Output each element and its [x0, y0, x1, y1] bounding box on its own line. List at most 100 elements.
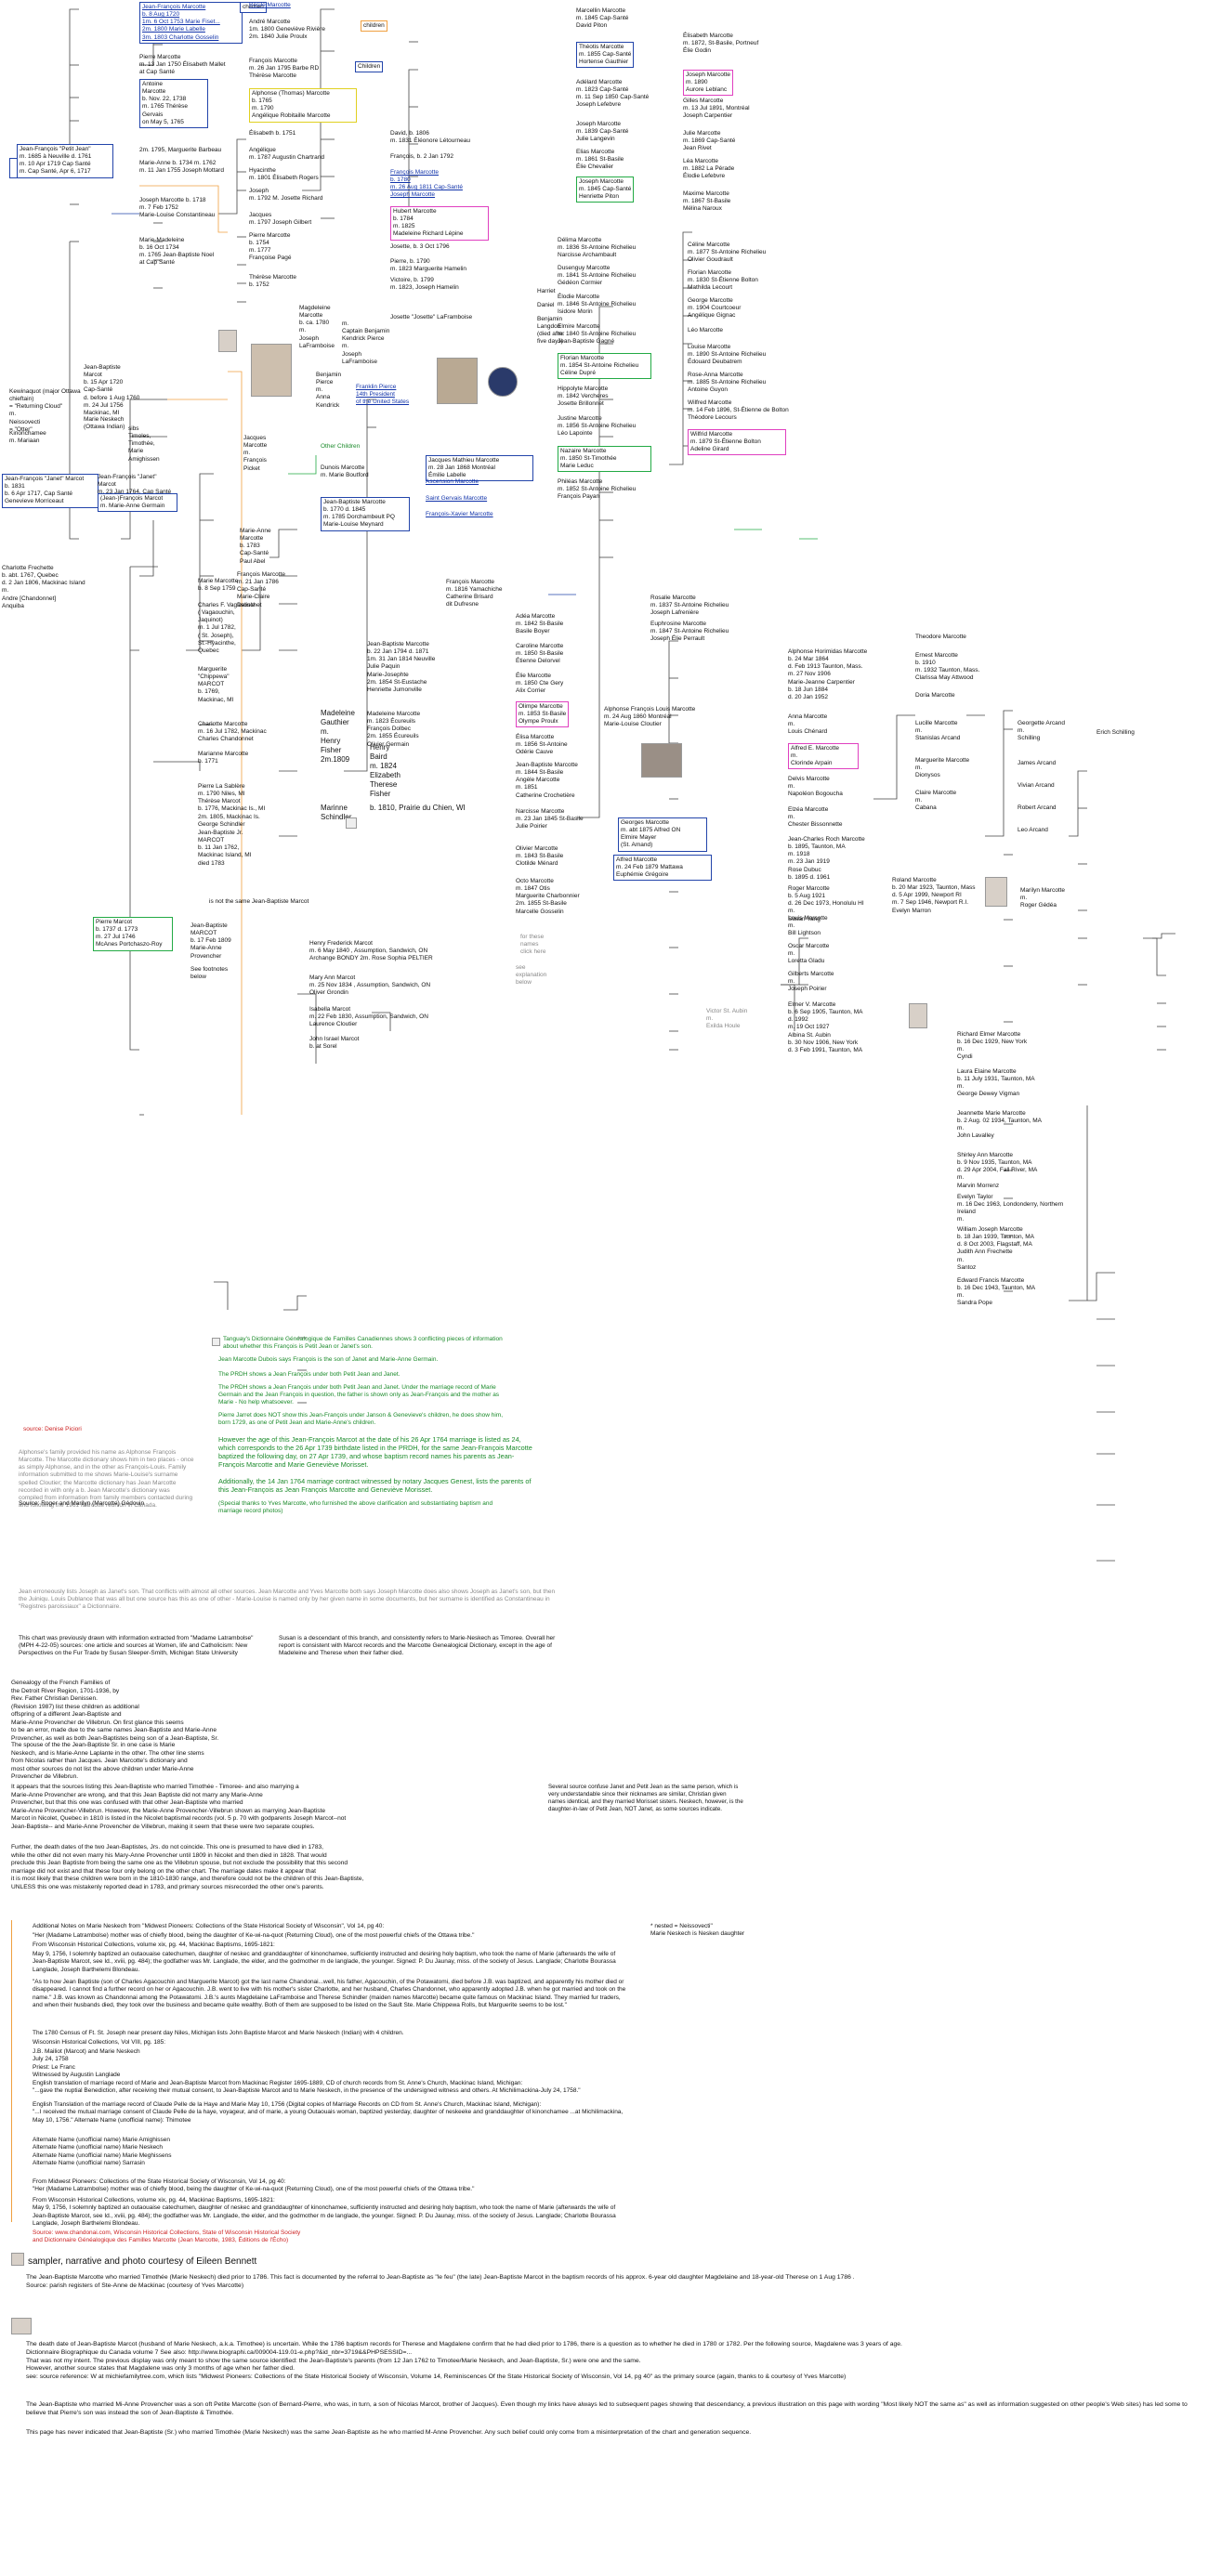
add-notes-source: From Wisconsin Historical Collections, v… [33, 1942, 275, 1948]
spouse-note: The spouse of the the Jean-Baptiste Sr. … [11, 1742, 204, 1781]
george-marcotte: George Marcotte m. 1904 Courtcoeur Angél… [688, 297, 742, 320]
not-same-note: is not the same Jean-Baptiste Marcot [209, 898, 309, 905]
jean-francois-marcot[interactable]: (Jean-)François Marcot m. Marie-Anne Ger… [98, 493, 177, 513]
elisabeth-marcotte-1872: Élisabeth Marcotte m. 1872, St-Basile, P… [683, 33, 759, 55]
alphonse-source: Alphonse's family provided his name as A… [19, 1449, 194, 1509]
marguerite-marcotte: Marguerite Marcotte m. Dionysos [915, 757, 970, 779]
petit-jean-root[interactable]: Jean-François "Petit Jean" m. 1685 à Neu… [17, 144, 113, 178]
nazaire-marcotte[interactable]: Nazaire Marcotte m. 1850 St-Timothée Mar… [558, 446, 651, 473]
see-footnotes: See footnotes below [190, 966, 229, 981]
henry-baird: Henry Baird m. 1824 Elizabeth Therese Fi… [370, 743, 400, 798]
jean-baptiste-jr: Jean-Baptiste Jr. MARCOT b. 11 Jan 1762,… [198, 830, 252, 867]
elmire-marcotte: Elmire Marcotte m. 1840 St-Antoine Riche… [558, 323, 637, 346]
tanguay-note: Tanguay's Dictionnaire Généalogique de F… [223, 1336, 503, 1351]
joseph-marcotte-1890[interactable]: Joseph Marcotte m. 1890 Aurore Leblanc [683, 70, 734, 97]
franklin-pierce-link[interactable]: Franklin Pierce 14th President of the Un… [356, 384, 410, 406]
laura-elaine-marcotte: Laura Elaine Marcotte b. 11 July 1931, T… [957, 1068, 1035, 1098]
alternate-names: Alternate Name (unofficial name) Marie A… [33, 2137, 172, 2167]
sampler-thumbnail[interactable] [11, 2253, 24, 2266]
register-photo[interactable] [11, 2318, 32, 2334]
jean-erroneous-note: Jean erroneously lists Joseph as Janet's… [19, 1589, 556, 1611]
other-children[interactable]: Other Children [321, 443, 361, 450]
antoine-marcotte[interactable]: Antoine Marcotte b. Nov. 22, 1738 m. 176… [139, 79, 208, 128]
therese-1752: Thérèse Marcotte b. 1752 [249, 274, 296, 289]
madeleine-marcotte-1823: Madeleine Marcotte m. 1823 Écureuils Fra… [367, 711, 421, 748]
narcisse-marcotte: Narcisse Marcotte m. 23 Jan 1845 St-Basi… [516, 808, 584, 830]
georges-marcotte[interactable]: Georges Marcotte m. abt 1875 Alfred ON E… [618, 817, 707, 852]
roland-photo [985, 877, 1007, 907]
charles-vagasouchet: Charles F. Vagasouchet ( Vagaouchin, Jaq… [198, 602, 262, 654]
death-dates-note: Further, the death dates of the two Jean… [11, 1844, 364, 1890]
jacques-mathieu-marcotte[interactable]: Jacques Mathieu Marcotte m. 28 Jan 1868 … [426, 455, 533, 482]
alfred-e-marcotte[interactable]: Alfred E. Marcotte m. Clorinde Arpain [788, 743, 859, 770]
sources-line[interactable]: Source: www.chandonai.com, Wisconsin His… [33, 2229, 301, 2244]
document-icon[interactable] [346, 817, 357, 829]
jean-baptiste-marcotte-1794: Jean-Baptiste Marcotte b. 22 Jan 1794 d.… [367, 641, 436, 693]
children-tag-2[interactable]: children [361, 20, 387, 33]
jean-charles-roch-marcotte: Jean-Charles Roch Marcotte b. 1895, Taun… [788, 836, 865, 881]
alphonse-horimidas-marcotte: Alphonse Horimidas Marcotte b. 24 Mar 18… [788, 648, 868, 700]
edward-francis-marcotte: Edward Francis Marcotte b. 16 Dec 1943, … [957, 1277, 1036, 1307]
alphonse-thomas-marcotte[interactable]: Alphonse (Thomas) Marcotte b. 1765 m. 17… [249, 88, 357, 123]
delvis-marcotte: Delvis Marcotte m. Napoléon Bogoucha [788, 776, 843, 798]
olimpe-marcotte[interactable]: Olimpe Marcotte m. 1853 St-Basile Olympe… [516, 701, 570, 728]
hyacinthe: Hyacinthe m. 1801 Élisabeth Rogers [249, 167, 319, 182]
angelique: Angélique m. 1787 Augustin Chartrand [249, 147, 324, 162]
jarret-note: Pierre Jarret does NOT show this Jean-Fr… [218, 1412, 504, 1427]
note-icon[interactable] [212, 1338, 220, 1346]
see-explanation[interactable]: see explanation below [516, 964, 547, 987]
leo-marcotte: Léo Marcotte [688, 327, 723, 333]
saint-gervais-marcotte[interactable]: Saint Gervais Marcotte [426, 495, 488, 502]
alfred-marcotte[interactable]: Alfred Marcotte m. 24 Feb 1879 Mattawa E… [613, 855, 712, 882]
children-tag[interactable]: children [240, 2, 267, 14]
basile-marcotte[interactable]: Basile Marcotte [249, 2, 291, 8]
roland-marcotte: Roland Marcotte b. 20 Mar 1923, Taunton,… [892, 877, 976, 914]
joseph-marcotte-1845[interactable]: Joseph Marcotte m. 1845 Cap-Santé Henrie… [576, 177, 635, 203]
marcotte-family-photo [641, 743, 682, 778]
click-here-names[interactable]: for these names click here [520, 934, 546, 956]
children-tag-3[interactable]: Children [355, 61, 384, 73]
add-notes-claude: English Translation of the marriage reco… [33, 2101, 624, 2124]
marie-anne-marcotte-1783: Marie-Anne Marcotte b. 1783 Cap-Santé Pa… [240, 528, 271, 565]
florian-marcotte[interactable]: Florian Marcotte m. 1854 St-Antoine Rich… [558, 353, 651, 380]
add-notes-title: Additional Notes on Marie Neskech from "… [33, 1923, 385, 1929]
wilfrid-marcotte[interactable]: Wilfrid Marcotte m. 1879 St-Étienne Bolt… [688, 429, 786, 456]
jean-baptiste-marcot-1809: Jean-Baptiste MARCOT b. 17 Feb 1809 Mari… [190, 922, 231, 960]
kinonchamee: Kinonchamee m. Mariaan [9, 430, 46, 445]
theotis-marcotte[interactable]: Théotis Marcotte m. 1855 Cap-Santé Horte… [576, 42, 635, 69]
presidential-seal-icon [488, 367, 518, 397]
sampler-credit: sampler, narrative and photo courtesy of… [28, 2256, 257, 2267]
florian-marcotte-1830: Florian Marcotte m. 1830 St-Étienne Bolt… [688, 269, 758, 292]
francois-marcotte-1780[interactable]: François Marcotte b. 1780 m. 26 Aug 1811… [390, 169, 463, 199]
elie-marcotte: Élie Marcotte m. 1850 Cte Gery Alix Corr… [516, 673, 564, 695]
prdh-note: The PRDH shows a Jean François under bot… [218, 1371, 400, 1378]
euphrosine-marcotte: Euphrosine Marcotte m. 1847 St-Antoine R… [650, 621, 729, 643]
add-notes-quote: "Her (Madame Latrambolse) mother was of … [33, 1932, 475, 1939]
elias-marcotte: Elias Marcotte m. 1861 St-Basile Élie Ch… [576, 149, 624, 171]
marcellin-marcotte: Marcellin Marcotte m. 1845 Cap-Santé Dav… [576, 7, 629, 30]
final-note-3: The Jean-Baptiste who married Mi-Anne Pr… [26, 2401, 1188, 2416]
jean-francois-1720[interactable]: Jean-François Marcotte b. 8 Aug 1720 1m.… [139, 2, 243, 44]
francois-marcotte-1795: François Marcotte m. 26 Jan 1795 Barbe R… [249, 58, 320, 80]
leo-arcand: Leo Arcand [1018, 827, 1048, 833]
source-denise: source: Denise Piciori [23, 1426, 82, 1432]
magdeleine-portrait [251, 344, 292, 397]
ascension-marcotte[interactable]: Ascension Marcotte [426, 478, 479, 485]
pierre-marcot-1737[interactable]: Pierre Marcot b. 1737 d. 1773 m. 27 Jul … [93, 917, 173, 951]
add-notes-wisc: Wisconsin Historical Collections, Vol VI… [33, 2039, 166, 2046]
francois-xavier-marcotte[interactable]: François-Xavier Marcotte [426, 511, 493, 517]
jean-francois-janet[interactable]: Jean-François "Janet" Marcot b. 1831 b. … [2, 474, 98, 508]
marie-neskech: Marie Neskech (Ottawa Indian) [84, 416, 125, 431]
add-notes-chandonai: "As to how Jean Baptiste (son of Charles… [33, 1979, 626, 2009]
dusenguy-marcotte: Dusenguy Marcotte m. 1841 St-Antoine Ric… [558, 265, 637, 287]
thanks-note: (Special thanks to Yves Marcotte, who fu… [218, 1500, 493, 1515]
francois-marcotte-1816: François Marcotte m. 1816 Yamachiche Cat… [446, 579, 503, 608]
alphonse-francois-louis: Alphonse François Louis Marcotte m. 24 A… [604, 706, 696, 728]
harriet: Harriet [537, 288, 556, 294]
jean-baptiste-marcotte-1770[interactable]: Jean-Baptiste Marcotte b. 1770 d. 1845 m… [321, 497, 410, 531]
benjamin-langdon: Benjamin Langdon (died after five days) [537, 316, 565, 346]
nested-note: * nested = Neissovecti" Marie Neskech is… [650, 1923, 745, 1938]
josette-1796: Josette, b. 3 Oct 1796 [390, 243, 450, 250]
final-note-2: The death date of Jean-Baptiste Marcot (… [26, 2341, 902, 2381]
hubert-marcotte[interactable]: Hubert Marcotte b. 1784 m. 1825 Madelein… [390, 206, 489, 241]
